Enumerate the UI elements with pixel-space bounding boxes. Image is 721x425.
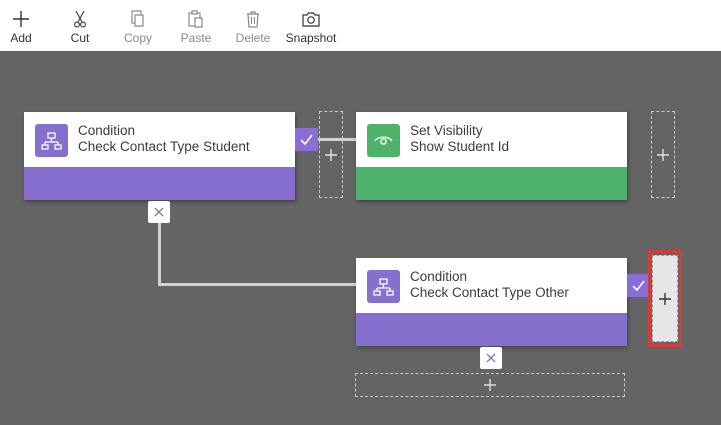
plus-icon	[13, 11, 29, 27]
connector-false-1-horizontal	[158, 283, 356, 286]
card-name-label: Show Student Id	[410, 139, 510, 154]
condition-card-other[interactable]: Condition Check Contact Type Other	[356, 258, 627, 346]
add-step-slot-bottom[interactable]	[355, 373, 625, 397]
cut-button[interactable]: Cut	[68, 0, 92, 51]
card-name-label: Check Contact Type Student	[78, 139, 250, 154]
flow-canvas[interactable]	[0, 51, 721, 425]
highlight-outline	[648, 250, 682, 347]
plus-icon	[325, 148, 337, 161]
plus-icon	[657, 148, 669, 161]
true-branch-check[interactable]	[295, 128, 318, 151]
false-branch-remove-button[interactable]	[480, 347, 502, 369]
copy-icon	[131, 10, 144, 27]
close-icon	[154, 207, 164, 217]
snapshot-label: Snapshot	[285, 31, 337, 45]
condition-strip	[24, 167, 295, 200]
add-step-slot-1[interactable]	[319, 111, 343, 198]
clipboard-icon	[188, 10, 203, 28]
close-icon	[486, 353, 496, 363]
cut-label: Cut	[70, 31, 90, 45]
card-type-label: Condition	[78, 123, 136, 138]
connector-false-1-vertical	[158, 222, 161, 286]
add-step-slot-2[interactable]	[651, 111, 675, 198]
action-strip	[356, 167, 627, 200]
plus-icon	[659, 292, 671, 305]
camera-icon	[302, 12, 320, 27]
copy-button[interactable]: Copy	[124, 0, 152, 51]
trash-icon	[247, 11, 259, 28]
condition-icon	[35, 124, 68, 157]
set-visibility-card[interactable]: Set Visibility Show Student Id	[356, 112, 627, 200]
copy-label: Copy	[124, 31, 153, 45]
true-branch-check[interactable]	[627, 274, 650, 297]
check-icon	[632, 280, 645, 292]
connector-true-1	[318, 138, 356, 141]
paste-button[interactable]: Paste	[181, 0, 211, 51]
condition-icon	[367, 270, 400, 303]
add-label: Add	[10, 31, 32, 45]
card-type-label: Condition	[410, 269, 468, 284]
add-step-slot-highlighted[interactable]	[652, 255, 678, 342]
snapshot-button[interactable]: Snapshot	[285, 0, 337, 51]
paste-label: Paste	[180, 31, 212, 45]
delete-label: Delete	[235, 31, 271, 45]
condition-strip	[356, 313, 627, 346]
card-type-label: Set Visibility	[410, 123, 483, 138]
card-name-label: Check Contact Type Other	[410, 285, 569, 300]
check-icon	[300, 134, 313, 146]
scissors-icon	[73, 10, 87, 28]
condition-card-student[interactable]: Condition Check Contact Type Student	[24, 112, 295, 200]
toolbar: Add Cut Copy Paste Delete	[0, 0, 721, 51]
delete-button[interactable]: Delete	[235, 0, 271, 51]
plus-icon	[484, 379, 496, 391]
add-button[interactable]: Add	[8, 0, 34, 51]
eye-icon	[367, 124, 400, 157]
false-branch-remove-button[interactable]	[148, 201, 170, 223]
